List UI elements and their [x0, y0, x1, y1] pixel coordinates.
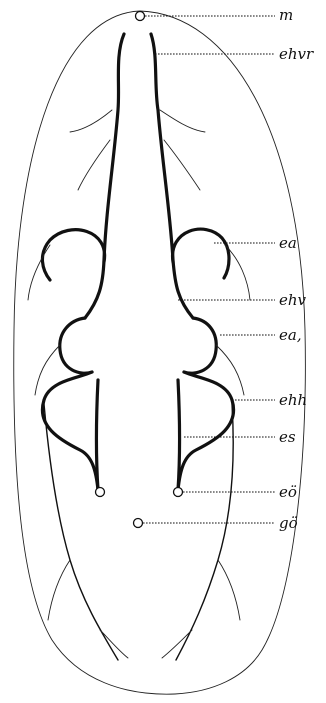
excretory-pore-right — [174, 488, 183, 497]
label-m: m — [279, 6, 293, 24]
posterior-canal-right — [178, 372, 234, 490]
excretory-pore-left — [96, 488, 105, 497]
rear-branch-right — [176, 404, 233, 660]
label-ea: ea — [279, 234, 297, 252]
collecting-sac-left — [97, 380, 99, 490]
posterior-canal-left — [42, 372, 98, 490]
collecting-sac-right — [178, 380, 180, 490]
mouth-pore — [136, 12, 145, 21]
leader-lines — [143, 16, 275, 523]
anterior-canal-right — [151, 34, 193, 318]
rear-branch-left — [44, 404, 118, 660]
label-ehvr: ehvr — [279, 45, 314, 63]
lateral-loop-left-ea2 — [60, 318, 92, 373]
label-ehh: ehh — [279, 391, 307, 409]
label-es: es — [279, 428, 296, 446]
label-go: gö — [279, 514, 298, 532]
label-eo: eö — [279, 483, 297, 501]
genital-pore — [134, 519, 143, 528]
label-ehv: ehv — [279, 291, 307, 309]
lateral-loop-right-ea — [173, 229, 229, 278]
anterior-canal-left — [85, 34, 124, 318]
lateral-loop-right-ea2 — [184, 318, 216, 373]
label-ea-comma: ea, — [279, 326, 302, 344]
lateral-loop-left-ea — [42, 230, 104, 280]
